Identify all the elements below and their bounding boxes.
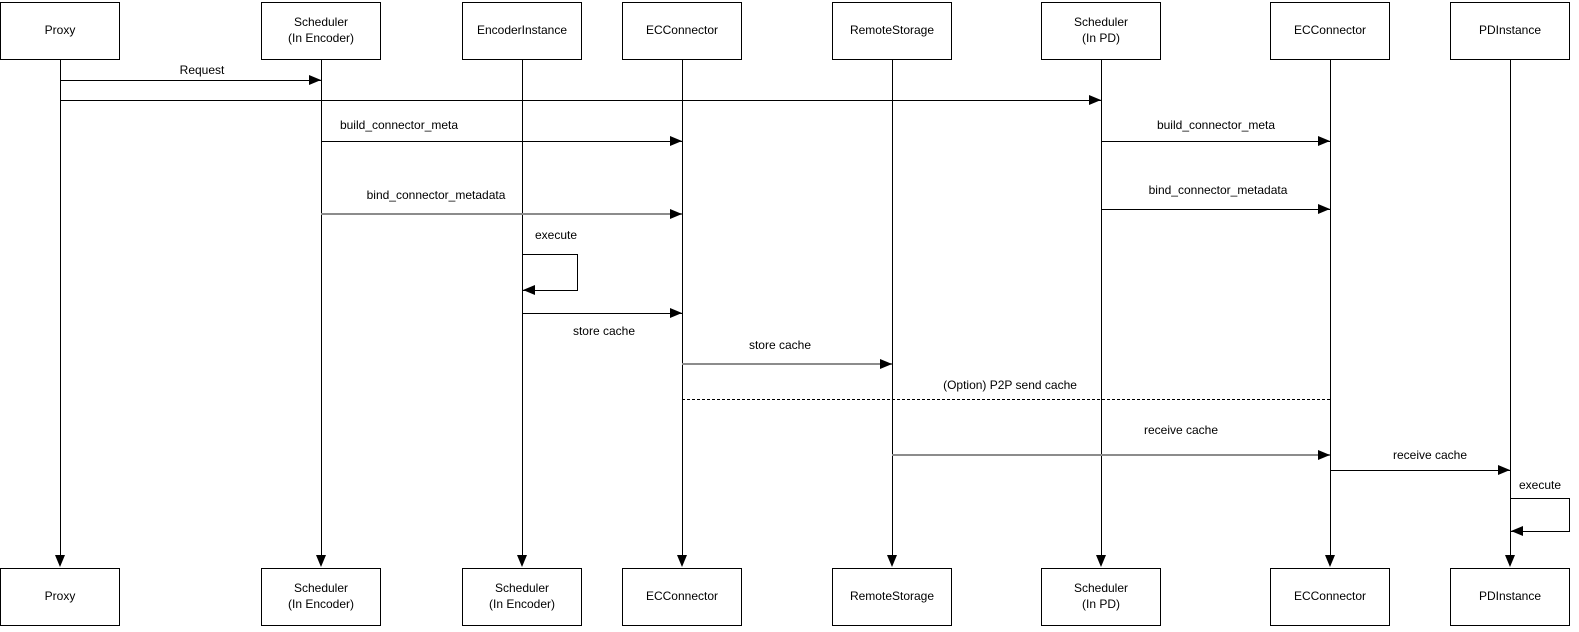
message-arrowhead-bind-connector-metadata-encoder: [670, 209, 682, 219]
message-line-receive-cache-ec: [892, 454, 1330, 456]
lifeline-proxy: [59, 60, 61, 556]
actor-box-bottom-scheduler-encoder: Scheduler (In Encoder): [261, 568, 381, 626]
lifeline-pd-instance: [1509, 60, 1511, 556]
actor-box-bottom-ec-connector-pd: ECConnector: [1270, 568, 1390, 626]
message-arrowhead-store-cache-remote: [880, 359, 892, 369]
message-line-proxy-forward-to-pd: [60, 99, 1101, 101]
actor-box-bottom-pd-instance: PDInstance: [1450, 568, 1570, 626]
actor-box-top-ec-connector-pd: ECConnector: [1270, 2, 1390, 60]
message-arrowhead-build-connector-meta-encoder: [670, 136, 682, 146]
message-arrowhead-receive-cache-pd: [1498, 465, 1510, 475]
message-label-request: Request: [179, 63, 225, 77]
message-line-request: [60, 79, 321, 81]
self-loop-execute-encoder: [522, 254, 578, 291]
message-line-build-connector-meta-encoder: [321, 140, 682, 142]
message-arrowhead-proxy-forward-to-pd: [1089, 95, 1101, 105]
message-line-bind-connector-metadata-pd: [1101, 208, 1330, 210]
message-label-store-cache-encoder: store cache: [572, 324, 636, 338]
message-line-receive-cache-pd: [1330, 469, 1510, 471]
message-line-store-cache-encoder: [522, 312, 682, 314]
actor-box-bottom-encoder-instance: Scheduler (In Encoder): [462, 568, 582, 626]
message-label-build-connector-meta-pd: build_connector_meta: [1156, 118, 1276, 132]
self-loop-arrowhead-execute-pd: [1511, 526, 1523, 536]
message-label-receive-cache-pd: receive cache: [1392, 448, 1468, 462]
message-label-bind-connector-metadata-encoder: bind_connector_metadata: [366, 188, 506, 202]
lifeline-arrowhead-ec-connector-encoder: [677, 555, 687, 567]
message-label-p2p-send-cache: (Option) P2P send cache: [943, 378, 1077, 392]
actor-box-bottom-ec-connector-encoder: ECConnector: [622, 568, 742, 626]
lifeline-ec-connector-encoder: [681, 60, 683, 556]
lifeline-remote-storage: [891, 60, 893, 556]
message-arrowhead-receive-cache-ec: [1318, 450, 1330, 460]
message-label-build-connector-meta-encoder: build_connector_meta: [339, 118, 459, 132]
message-line-p2p-send-cache: [682, 398, 1330, 400]
message-arrowhead-bind-connector-metadata-pd: [1318, 204, 1330, 214]
message-arrowhead-request: [309, 75, 321, 85]
lifeline-arrowhead-scheduler-pd: [1096, 555, 1106, 567]
message-arrowhead-build-connector-meta-pd: [1318, 136, 1330, 146]
self-loop-label-execute-encoder: execute: [534, 228, 578, 242]
actor-box-top-scheduler-pd: Scheduler (In PD): [1041, 2, 1161, 60]
message-label-receive-cache-ec: receive cache: [1143, 423, 1219, 437]
actor-box-bottom-proxy: Proxy: [0, 568, 120, 626]
lifeline-arrowhead-proxy: [55, 555, 65, 567]
lifeline-arrowhead-remote-storage: [887, 555, 897, 567]
message-label-bind-connector-metadata-pd: bind_connector_metadata: [1148, 183, 1288, 197]
actor-box-top-proxy: Proxy: [0, 2, 120, 60]
message-line-store-cache-remote: [682, 363, 892, 365]
actor-box-bottom-remote-storage: RemoteStorage: [832, 568, 952, 626]
message-arrowhead-store-cache-encoder: [670, 308, 682, 318]
message-line-build-connector-meta-pd: [1101, 140, 1330, 142]
actor-box-top-ec-connector-encoder: ECConnector: [622, 2, 742, 60]
message-label-store-cache-remote: store cache: [748, 338, 812, 352]
actor-box-bottom-scheduler-pd: Scheduler (In PD): [1041, 568, 1161, 626]
self-loop-arrowhead-execute-encoder: [523, 285, 535, 295]
lifeline-arrowhead-scheduler-encoder: [316, 555, 326, 567]
actor-box-top-scheduler-encoder: Scheduler (In Encoder): [261, 2, 381, 60]
lifeline-scheduler-pd: [1100, 60, 1102, 556]
self-loop-label-execute-pd: execute: [1518, 478, 1562, 492]
lifeline-encoder-instance: [521, 60, 523, 556]
lifeline-scheduler-encoder: [320, 60, 322, 556]
self-loop-execute-pd: [1510, 498, 1570, 532]
actor-box-top-encoder-instance: EncoderInstance: [462, 2, 582, 60]
actor-box-top-remote-storage: RemoteStorage: [832, 2, 952, 60]
lifeline-arrowhead-ec-connector-pd: [1325, 555, 1335, 567]
actor-box-top-pd-instance: PDInstance: [1450, 2, 1570, 60]
message-line-bind-connector-metadata-encoder: [321, 213, 682, 215]
lifeline-arrowhead-pd-instance: [1505, 555, 1515, 567]
lifeline-arrowhead-encoder-instance: [517, 555, 527, 567]
lifeline-ec-connector-pd: [1329, 60, 1331, 556]
